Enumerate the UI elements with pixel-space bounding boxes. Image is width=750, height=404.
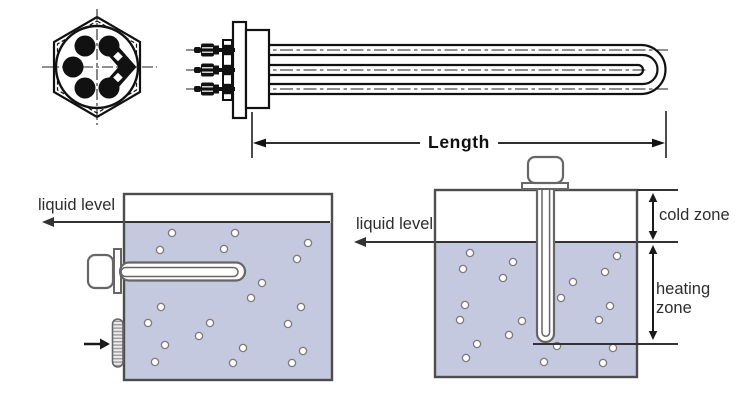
bubble — [539, 357, 549, 367]
bubble — [612, 251, 622, 261]
heating-zone-label: heating zone — [656, 280, 711, 317]
bubble — [605, 301, 615, 311]
liquid-level-label-left: liquid level — [38, 196, 116, 214]
terminal-pin — [194, 43, 235, 57]
terminal-pin — [194, 82, 235, 96]
bubble — [303, 238, 313, 248]
vertical-mount-tank — [354, 155, 678, 379]
liquid-level-arrowhead — [354, 237, 366, 247]
bubble — [455, 315, 465, 325]
length-label: Length — [420, 132, 498, 153]
chevron-hole — [113, 72, 123, 83]
heater-side-view — [186, 20, 668, 120]
bubble — [156, 302, 166, 312]
bubble — [594, 315, 604, 325]
ribbed-plug — [111, 318, 124, 368]
bubble — [296, 302, 306, 312]
heater-tube-inner — [120, 266, 239, 278]
plug-pointer-arrow — [84, 338, 110, 350]
bubble — [230, 228, 240, 238]
bubble — [517, 316, 527, 326]
tank-border — [122, 192, 334, 382]
bubble — [556, 293, 566, 303]
heating-tubes — [269, 43, 667, 96]
terminal-pins — [194, 43, 235, 96]
bubble — [160, 340, 170, 350]
bubble — [283, 319, 293, 329]
bubble — [465, 248, 475, 258]
bubble — [498, 273, 508, 283]
liquid-fill — [125, 223, 331, 379]
heater-tube-inner — [541, 188, 551, 338]
bubble — [257, 278, 267, 288]
bubble — [460, 300, 470, 310]
bubble — [143, 318, 153, 328]
bubble — [167, 228, 177, 238]
bubble — [608, 343, 618, 353]
bubble — [219, 244, 229, 254]
center-crosshair — [42, 9, 157, 125]
terminal-pin — [194, 63, 235, 77]
bubble — [298, 346, 308, 356]
cold-zone-arrow — [648, 193, 658, 240]
bubble — [461, 353, 471, 363]
bubble — [600, 267, 610, 277]
horizontal-mount-tank — [42, 192, 334, 382]
bubble — [246, 293, 256, 303]
tube-end-circles — [62, 35, 120, 99]
bubble — [504, 330, 514, 340]
cold-zone-label: cold zone — [659, 206, 730, 224]
bubble — [472, 339, 482, 349]
bubble — [150, 357, 160, 367]
bubble — [228, 358, 238, 368]
bubble — [194, 331, 204, 341]
bubble — [508, 257, 518, 267]
liquid-level-arrowhead — [42, 217, 54, 227]
bubbles — [143, 228, 313, 368]
heater-cap — [86, 253, 115, 290]
arrowhead-left — [253, 138, 266, 148]
arrowhead-right — [652, 138, 665, 148]
bubble — [287, 358, 297, 368]
bubble — [568, 277, 578, 287]
heater-cap — [526, 155, 565, 185]
liquid-level-label-right: liquid level — [356, 215, 434, 233]
bubble — [238, 343, 248, 353]
bubble — [155, 245, 165, 255]
bent-tube-chevron — [102, 39, 137, 95]
vertical-heater — [521, 155, 569, 344]
bubble — [458, 264, 468, 274]
horizontal-heater — [86, 248, 247, 294]
bubble — [292, 254, 302, 264]
bubble — [598, 358, 608, 368]
hex-plug-cross-section-view — [42, 9, 157, 125]
chevron-hole — [113, 51, 123, 62]
heating-zone-arrow — [648, 245, 658, 340]
bubble — [205, 318, 215, 328]
bubbles — [455, 248, 622, 368]
